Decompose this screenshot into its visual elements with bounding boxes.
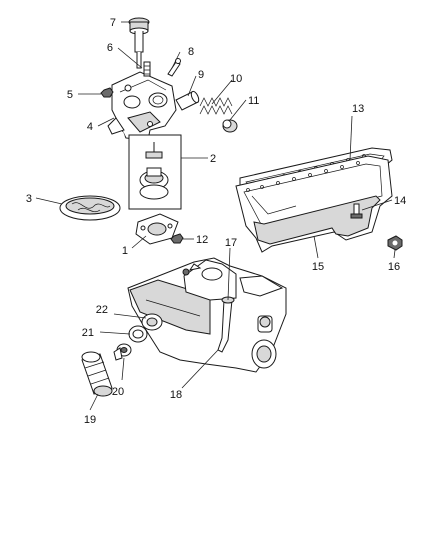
callout-21: 21 xyxy=(82,327,94,339)
callout-10: 10 xyxy=(230,73,242,85)
pan-bolt-14 xyxy=(350,203,363,219)
callout-3: 3 xyxy=(26,193,32,205)
callout-7: 7 xyxy=(110,17,116,29)
callout-5: 5 xyxy=(67,89,73,101)
mounting-bolt-5 xyxy=(100,87,114,98)
pump-stud-6 xyxy=(143,61,151,77)
callout-16: 16 xyxy=(388,261,400,273)
callout-17: 17 xyxy=(225,237,237,249)
cotter-pin-8 xyxy=(167,58,181,77)
callout-4: 4 xyxy=(87,121,93,133)
callout-14: 14 xyxy=(394,195,406,207)
oil-pickup-tube xyxy=(59,131,125,221)
callout-19: 19 xyxy=(84,414,96,426)
callout-20: 20 xyxy=(112,386,124,398)
callout-11: 11 xyxy=(248,95,259,107)
oil-filter xyxy=(81,351,113,397)
callout-13: 13 xyxy=(352,103,364,115)
oil-pan xyxy=(235,155,393,253)
pump-cover-plate xyxy=(135,213,179,245)
callout-9: 9 xyxy=(198,69,204,81)
callout-18: 18 xyxy=(170,389,182,401)
oil-pump-body xyxy=(107,71,177,141)
callout-15: 15 xyxy=(312,261,324,273)
filter-fitting xyxy=(113,343,132,361)
oil-dipstick xyxy=(128,17,150,69)
callout-1: 1 xyxy=(122,245,128,257)
callout-2: 2 xyxy=(210,153,216,165)
pump-shaft-inset xyxy=(128,134,182,210)
callout-22: 22 xyxy=(96,304,108,316)
callout-12: 12 xyxy=(196,234,208,246)
engine-block xyxy=(127,257,287,373)
leader-lines xyxy=(35,21,396,411)
drain-plug-16 xyxy=(387,235,403,251)
callout-6: 6 xyxy=(107,42,113,54)
filter-gasket xyxy=(128,325,148,343)
retainer-cap-11 xyxy=(222,119,238,133)
relief-spring-10 xyxy=(199,97,233,115)
cover-bolt-12 xyxy=(170,233,184,244)
relief-valve-9 xyxy=(175,90,200,111)
filter-adapter xyxy=(141,313,163,331)
callout-8: 8 xyxy=(188,46,194,58)
